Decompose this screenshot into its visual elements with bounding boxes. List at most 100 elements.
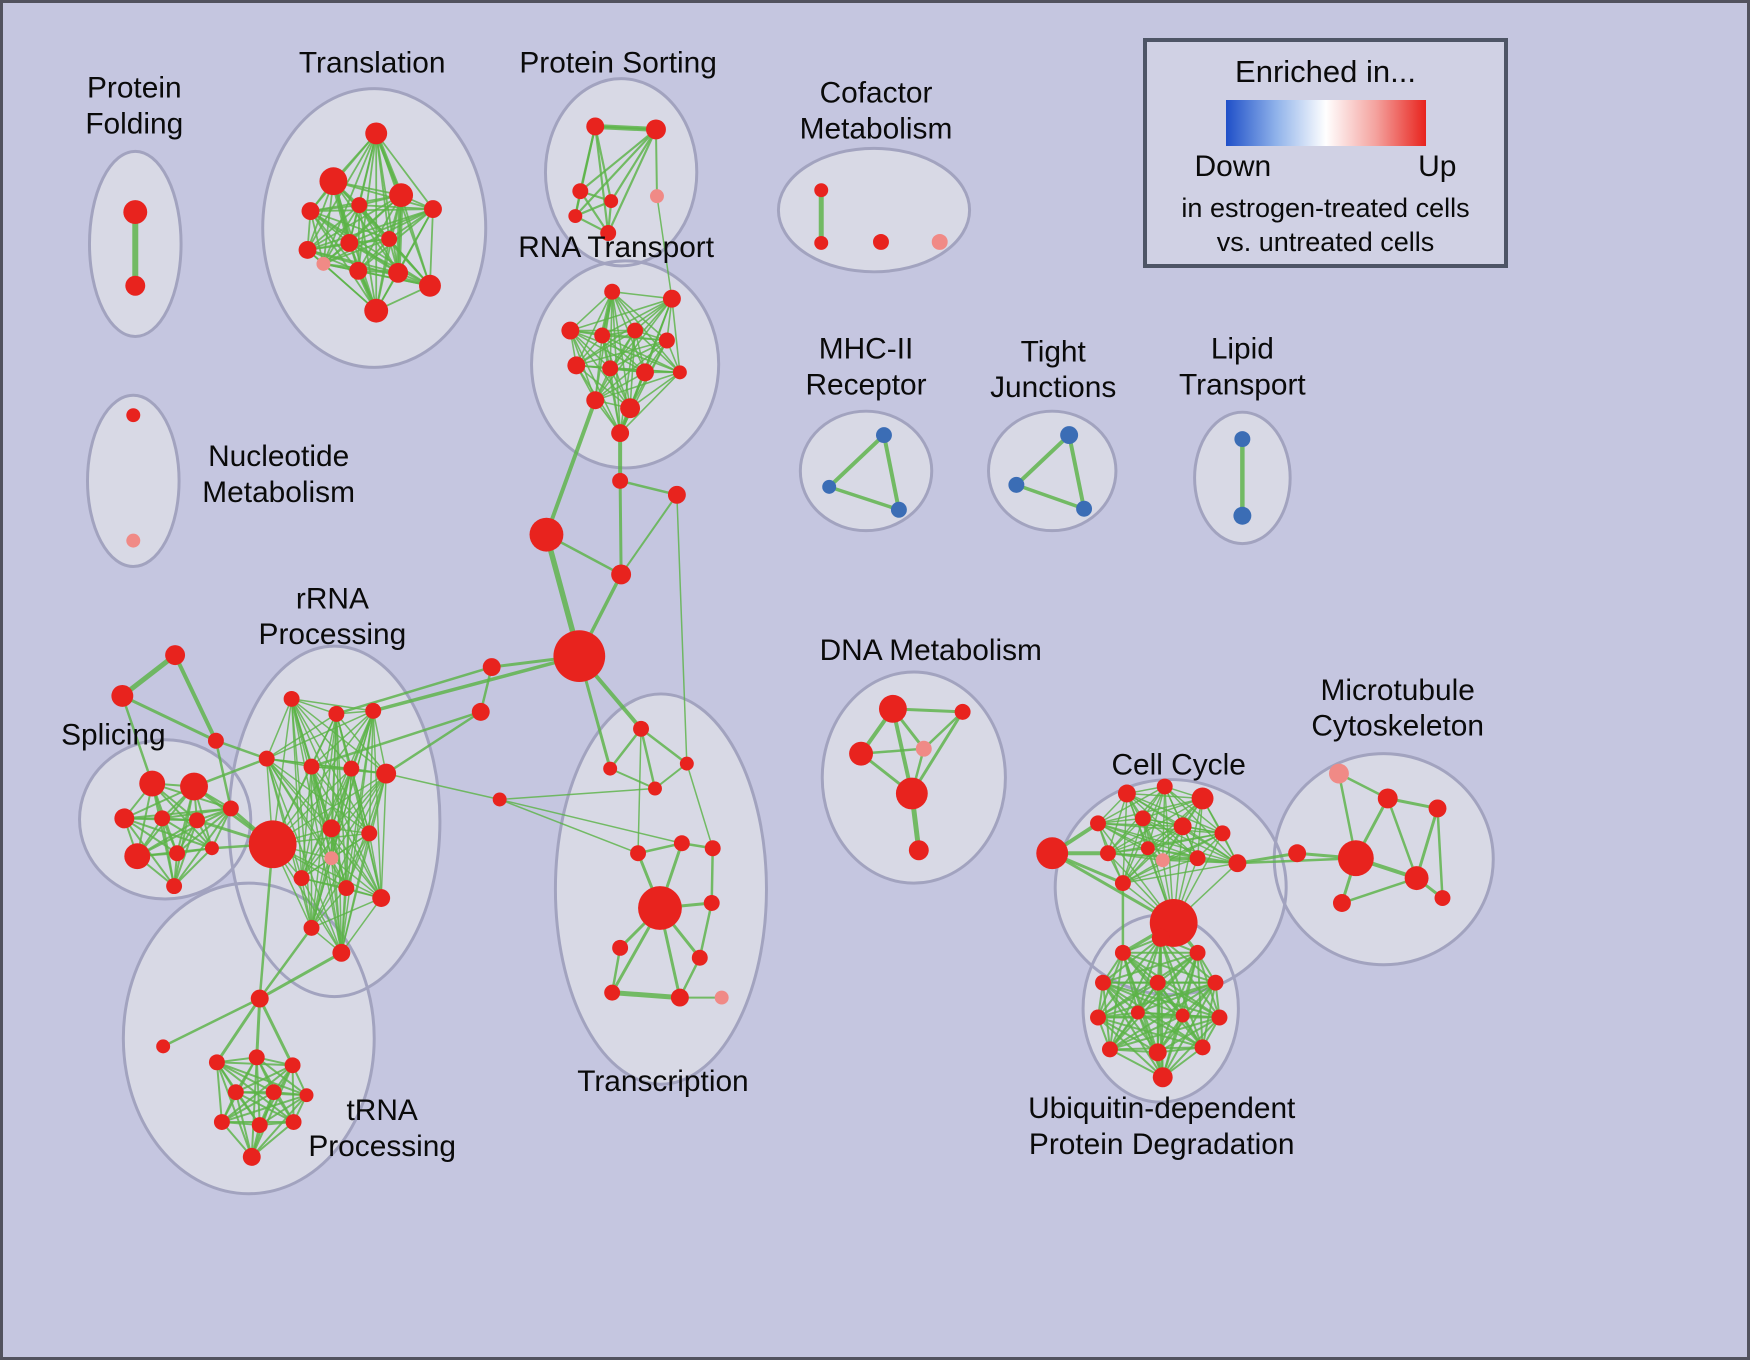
network-node-cc9	[1100, 845, 1116, 862]
network-edge	[656, 195, 673, 300]
network-edge	[310, 710, 482, 768]
cluster-outline-transcription	[553, 692, 768, 1086]
network-edge	[1122, 857, 1199, 884]
network-node-ub7	[1090, 1009, 1106, 1026]
network-edge	[384, 710, 482, 775]
network-node-tr1	[365, 122, 388, 145]
network-edge	[569, 329, 621, 434]
network-edge	[1136, 981, 1217, 1014]
legend-scale-labels: Down Up	[1195, 150, 1457, 184]
network-edge	[395, 192, 404, 276]
cluster-label-translation: Translation	[299, 47, 446, 80]
network-node-cf3	[873, 233, 889, 250]
network-node-mt2	[1377, 788, 1398, 809]
network-edge	[255, 1056, 308, 1097]
cluster-outline-protein-folding	[87, 149, 183, 339]
network-edge	[250, 1094, 308, 1158]
network-node-rr10	[361, 825, 378, 842]
cluster-area-rna-transport	[531, 260, 719, 468]
network-node-ub5	[1149, 974, 1166, 991]
network-edge	[620, 493, 678, 576]
network-node-pf1	[123, 200, 148, 225]
network-edge	[310, 897, 382, 929]
cluster-label-transcription: Transcription	[577, 1065, 748, 1098]
network-node-cf1	[814, 183, 829, 198]
network-node-mt1	[1328, 763, 1349, 784]
cluster-label-microtubule-cytoskeleton: Microtubule	[1321, 674, 1475, 707]
network-edge	[1161, 1014, 1184, 1079]
network-edge	[610, 128, 658, 203]
network-edge	[1201, 981, 1217, 1049]
network-edge	[322, 238, 391, 265]
network-edge	[340, 832, 370, 954]
cluster-label-trna-processing: tRNA	[347, 1094, 418, 1127]
network-node-tc10	[612, 939, 629, 956]
network-edge	[372, 710, 387, 775]
cluster-label-mhc-ii-receptor: MHC-II	[819, 332, 914, 365]
network-node-tj3	[1076, 500, 1093, 517]
network-node-rr8	[248, 820, 297, 869]
network-node-tn3	[208, 1054, 225, 1071]
network-node-rr1	[283, 690, 300, 707]
network-node-dm5	[895, 777, 928, 810]
network-edge	[569, 290, 613, 332]
network-edge	[161, 817, 213, 850]
network-node-ps6	[568, 209, 583, 224]
network-edge	[330, 772, 387, 859]
network-edge	[1126, 792, 1224, 835]
network-node-dm4	[915, 740, 932, 757]
network-node-tr13	[419, 274, 441, 297]
network-edge	[609, 339, 668, 370]
network-edge	[579, 190, 610, 235]
network-edge	[1108, 1016, 1221, 1051]
cluster-outline-splicing	[78, 738, 253, 901]
cluster-label-cofactor-metabolism: Cofactor	[820, 77, 933, 110]
network-edge	[569, 297, 673, 332]
network-node-ps2	[646, 119, 666, 140]
network-edge	[271, 710, 374, 846]
network-node-f7	[471, 702, 490, 721]
network-edge	[1161, 981, 1217, 1079]
network-node-cc13	[1228, 854, 1247, 873]
network-node-rr2	[328, 705, 345, 722]
network-nodes	[111, 117, 1451, 1166]
cluster-outline-rna-transport	[530, 259, 721, 470]
network-edge	[173, 653, 218, 743]
network-node-cc10	[1140, 841, 1155, 856]
network-edge	[498, 798, 683, 845]
network-edge	[608, 727, 643, 770]
network-edge	[173, 785, 196, 888]
network-edge	[330, 772, 387, 830]
network-node-rr12	[293, 870, 310, 887]
network-node-st2	[111, 684, 134, 707]
network-edge	[609, 767, 656, 790]
network-node-lt2	[1233, 506, 1252, 525]
network-node-tn9	[213, 1114, 230, 1131]
network-node-cc8	[1214, 825, 1231, 842]
cluster-label-rrna-processing: Processing	[259, 618, 407, 651]
network-node-mt7	[1332, 894, 1351, 912]
network-edge	[234, 1064, 294, 1094]
network-node-dm2	[954, 703, 971, 720]
cluster-label-lipid-transport: Transport	[1179, 368, 1306, 401]
network-edge	[827, 433, 886, 489]
network-edge	[922, 710, 964, 750]
network-edge	[575, 364, 631, 410]
network-edge	[368, 832, 382, 899]
network-edge	[265, 710, 374, 760]
network-edge	[215, 1061, 308, 1097]
network-node-tc9	[703, 895, 720, 911]
cluster-label-cell-cycle: Cell Cycle	[1111, 749, 1245, 782]
network-node-ub1	[1151, 928, 1170, 947]
network-node-rr15	[303, 919, 320, 936]
legend-title: Enriched in...	[1235, 54, 1416, 89]
network-edge	[1097, 822, 1224, 835]
network-edge	[215, 1061, 223, 1124]
network-edge	[371, 654, 582, 713]
legend-subtitle-line2: vs. untreated cells	[1216, 226, 1435, 257]
network-node-tn6	[227, 1084, 244, 1101]
network-edge	[300, 827, 333, 879]
network-edge	[348, 242, 431, 287]
network-edge	[569, 329, 631, 410]
legend-subtitle-line1: in estrogen-treated cells	[1181, 193, 1470, 223]
